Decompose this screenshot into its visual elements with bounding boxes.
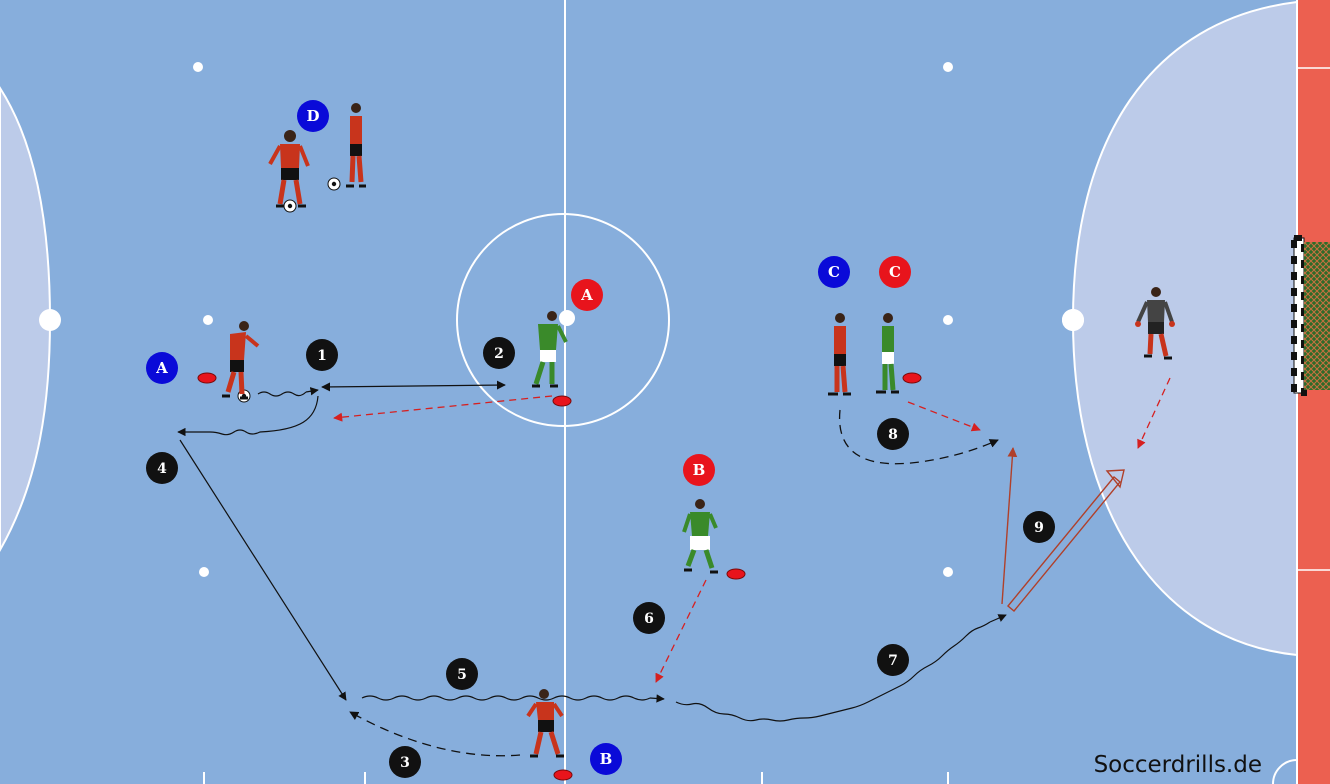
svg-text:B: B <box>600 750 613 768</box>
step-5: 5 <box>446 658 478 690</box>
marker-c-red: C <box>879 256 911 288</box>
marker-c-blue: C <box>818 256 850 288</box>
svg-text:C: C <box>889 263 901 281</box>
step-2: 2 <box>483 337 515 369</box>
svg-text:4: 4 <box>157 461 167 477</box>
goal <box>1294 238 1330 393</box>
svg-text:5: 5 <box>457 667 467 683</box>
marker-b-blue: B <box>590 743 622 775</box>
svg-text:C: C <box>828 263 840 281</box>
marker-a-red: A <box>571 279 603 311</box>
marker-b-red: B <box>683 454 715 486</box>
svg-text:A: A <box>580 286 593 304</box>
ball-icon <box>284 200 296 212</box>
marker-d-blue: D <box>297 100 329 132</box>
step-6: 6 <box>633 602 665 634</box>
cone <box>727 569 745 579</box>
center-spot <box>559 310 575 326</box>
svg-text:7: 7 <box>888 653 898 669</box>
svg-text:8: 8 <box>888 427 898 443</box>
step-1: 1 <box>306 339 338 371</box>
svg-text:3: 3 <box>400 755 410 771</box>
svg-text:9: 9 <box>1034 520 1044 536</box>
cone <box>554 770 572 780</box>
cone <box>553 396 571 406</box>
cone <box>903 373 921 383</box>
step-4: 4 <box>146 452 178 484</box>
step-7: 7 <box>877 644 909 676</box>
marker-a-blue: A <box>146 352 178 384</box>
cone <box>198 373 216 383</box>
svg-text:D: D <box>306 107 319 125</box>
svg-text:B: B <box>693 461 706 479</box>
svg-text:2: 2 <box>494 346 504 362</box>
ball-icon <box>328 178 340 190</box>
step-8: 8 <box>877 418 909 450</box>
svg-text:A: A <box>155 359 168 377</box>
step-9: 9 <box>1023 511 1055 543</box>
watermark: Soccerdrills.de <box>1094 752 1262 778</box>
step-3: 3 <box>389 746 421 778</box>
svg-text:1: 1 <box>317 348 327 364</box>
svg-text:6: 6 <box>644 611 654 627</box>
